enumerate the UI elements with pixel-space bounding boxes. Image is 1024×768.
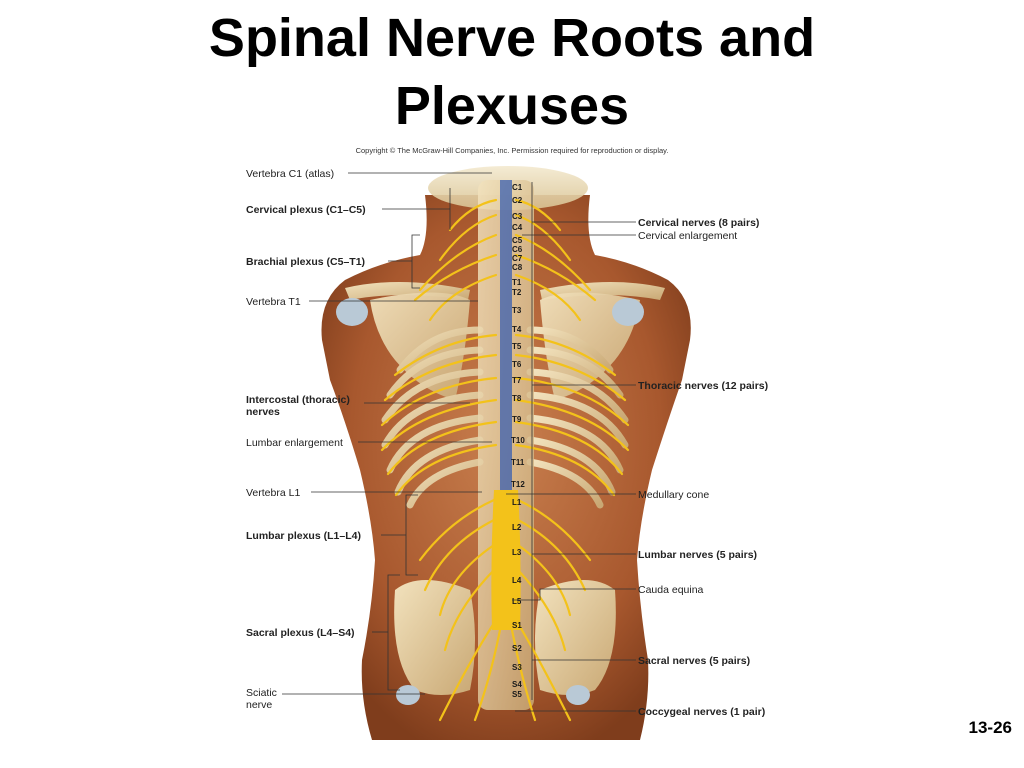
cauda-equina [491,490,521,630]
vertebra-label: L4 [512,576,522,585]
vertebra-label: T4 [512,325,522,334]
vertebra-label: T11 [511,458,525,467]
label-cervical-nerves: Cervical nerves (8 pairs) [638,217,759,229]
vertebra-label: S3 [512,663,522,672]
slide-number: 13-26 [968,718,1012,737]
vertebra-label: S5 [512,690,522,699]
vertebra-label: T9 [512,415,522,424]
vertebra-label: L2 [512,523,522,532]
right-shoulder-joint [612,298,644,326]
vertebra-label: T6 [512,360,522,369]
label-sacral-plexus: Sacral plexus (L4–S4) [246,627,355,639]
left-hip-joint [396,685,420,705]
vertebra-label: T1 [512,278,522,287]
vertebra-label: L1 [512,498,522,507]
label-cervical-enlargement: Cervical enlargement [638,230,737,242]
label-lumbar-nerves: Lumbar nerves (5 pairs) [638,549,757,561]
right-leader-lines [506,221,636,712]
label-sciatic-line2: nerve [246,699,272,711]
vertebra-label: C1 [512,183,523,192]
left-ilium [394,580,475,695]
left-shoulder-joint [336,298,368,326]
vertebra-label: T7 [512,376,522,385]
label-sciatic-line1: Sciatic [246,687,277,699]
vertebra-label: C2 [512,196,523,205]
vertebra-label: C4 [512,223,523,232]
label-vertebra-t1: Vertebra T1 [246,296,301,308]
vertebra-label: T2 [512,288,522,297]
label-brachial-plexus: Brachial plexus (C5–T1) [246,256,365,268]
label-sacral-nerves: Sacral nerves (5 pairs) [638,655,750,667]
vertebra-label: T5 [512,342,522,351]
vertebra-label: C7 [512,254,523,263]
rib-cage [381,326,629,509]
vertebra-label: C6 [512,245,523,254]
label-medullary-cone: Medullary cone [638,489,709,501]
label-vertebra-l1: Vertebra L1 [246,487,300,499]
slide-title-line1: Spinal Nerve Roots and [208,8,816,68]
vertebra-label: C5 [512,236,523,245]
label-cauda-equina: Cauda equina [638,584,704,596]
right-ilium [535,580,616,695]
label-thoracic-nerves: Thoracic nerves (12 pairs) [638,380,768,392]
left-labels: Vertebra C1 (atlas) Cervical plexus (C1–… [246,168,366,711]
vertebra-label: T10 [511,436,525,445]
label-intercostal-line2: nerves [246,406,280,418]
vertebra-label: T3 [512,306,522,315]
label-cervical-plexus: Cervical plexus (C1–C5) [246,204,366,216]
vertebra-label: L5 [512,597,522,606]
slide-title-line2: Plexuses [394,76,630,136]
label-lumbar-plexus: Lumbar plexus (L1–L4) [246,530,361,542]
vertebra-label: T8 [512,394,522,403]
vertebra-label: C8 [512,263,523,272]
vertebra-label: L3 [512,548,522,557]
label-vertebra-c1: Vertebra C1 (atlas) [246,168,334,180]
copyright-notice: Copyright © The McGraw-Hill Companies, I… [355,146,669,155]
right-labels: Cervical nerves (8 pairs) Cervical enlar… [638,217,768,718]
vertebra-label: T12 [511,480,525,489]
spinal-cord [500,180,512,520]
label-intercostal-line1: Intercostal (thoracic) [246,394,350,406]
vertebra-label: C3 [512,212,523,221]
vertebra-labels: C1 C2 C3 C4 C5 C6 C7 C8 T1 T2 T3 T4 T5 T… [511,183,525,699]
vertebra-label: S4 [512,680,522,689]
vertebra-label: S2 [512,644,522,653]
right-hip-joint [566,685,590,705]
label-coccygeal-nerves: Coccygeal nerves (1 pair) [638,706,765,718]
slide-title: Spinal Nerve Roots and Plexuses [0,4,1024,140]
spinal-nerves [380,198,630,722]
left-leader-lines [282,172,492,695]
vertebra-label: S1 [512,621,522,630]
label-lumbar-enlargement: Lumbar enlargement [246,437,343,449]
